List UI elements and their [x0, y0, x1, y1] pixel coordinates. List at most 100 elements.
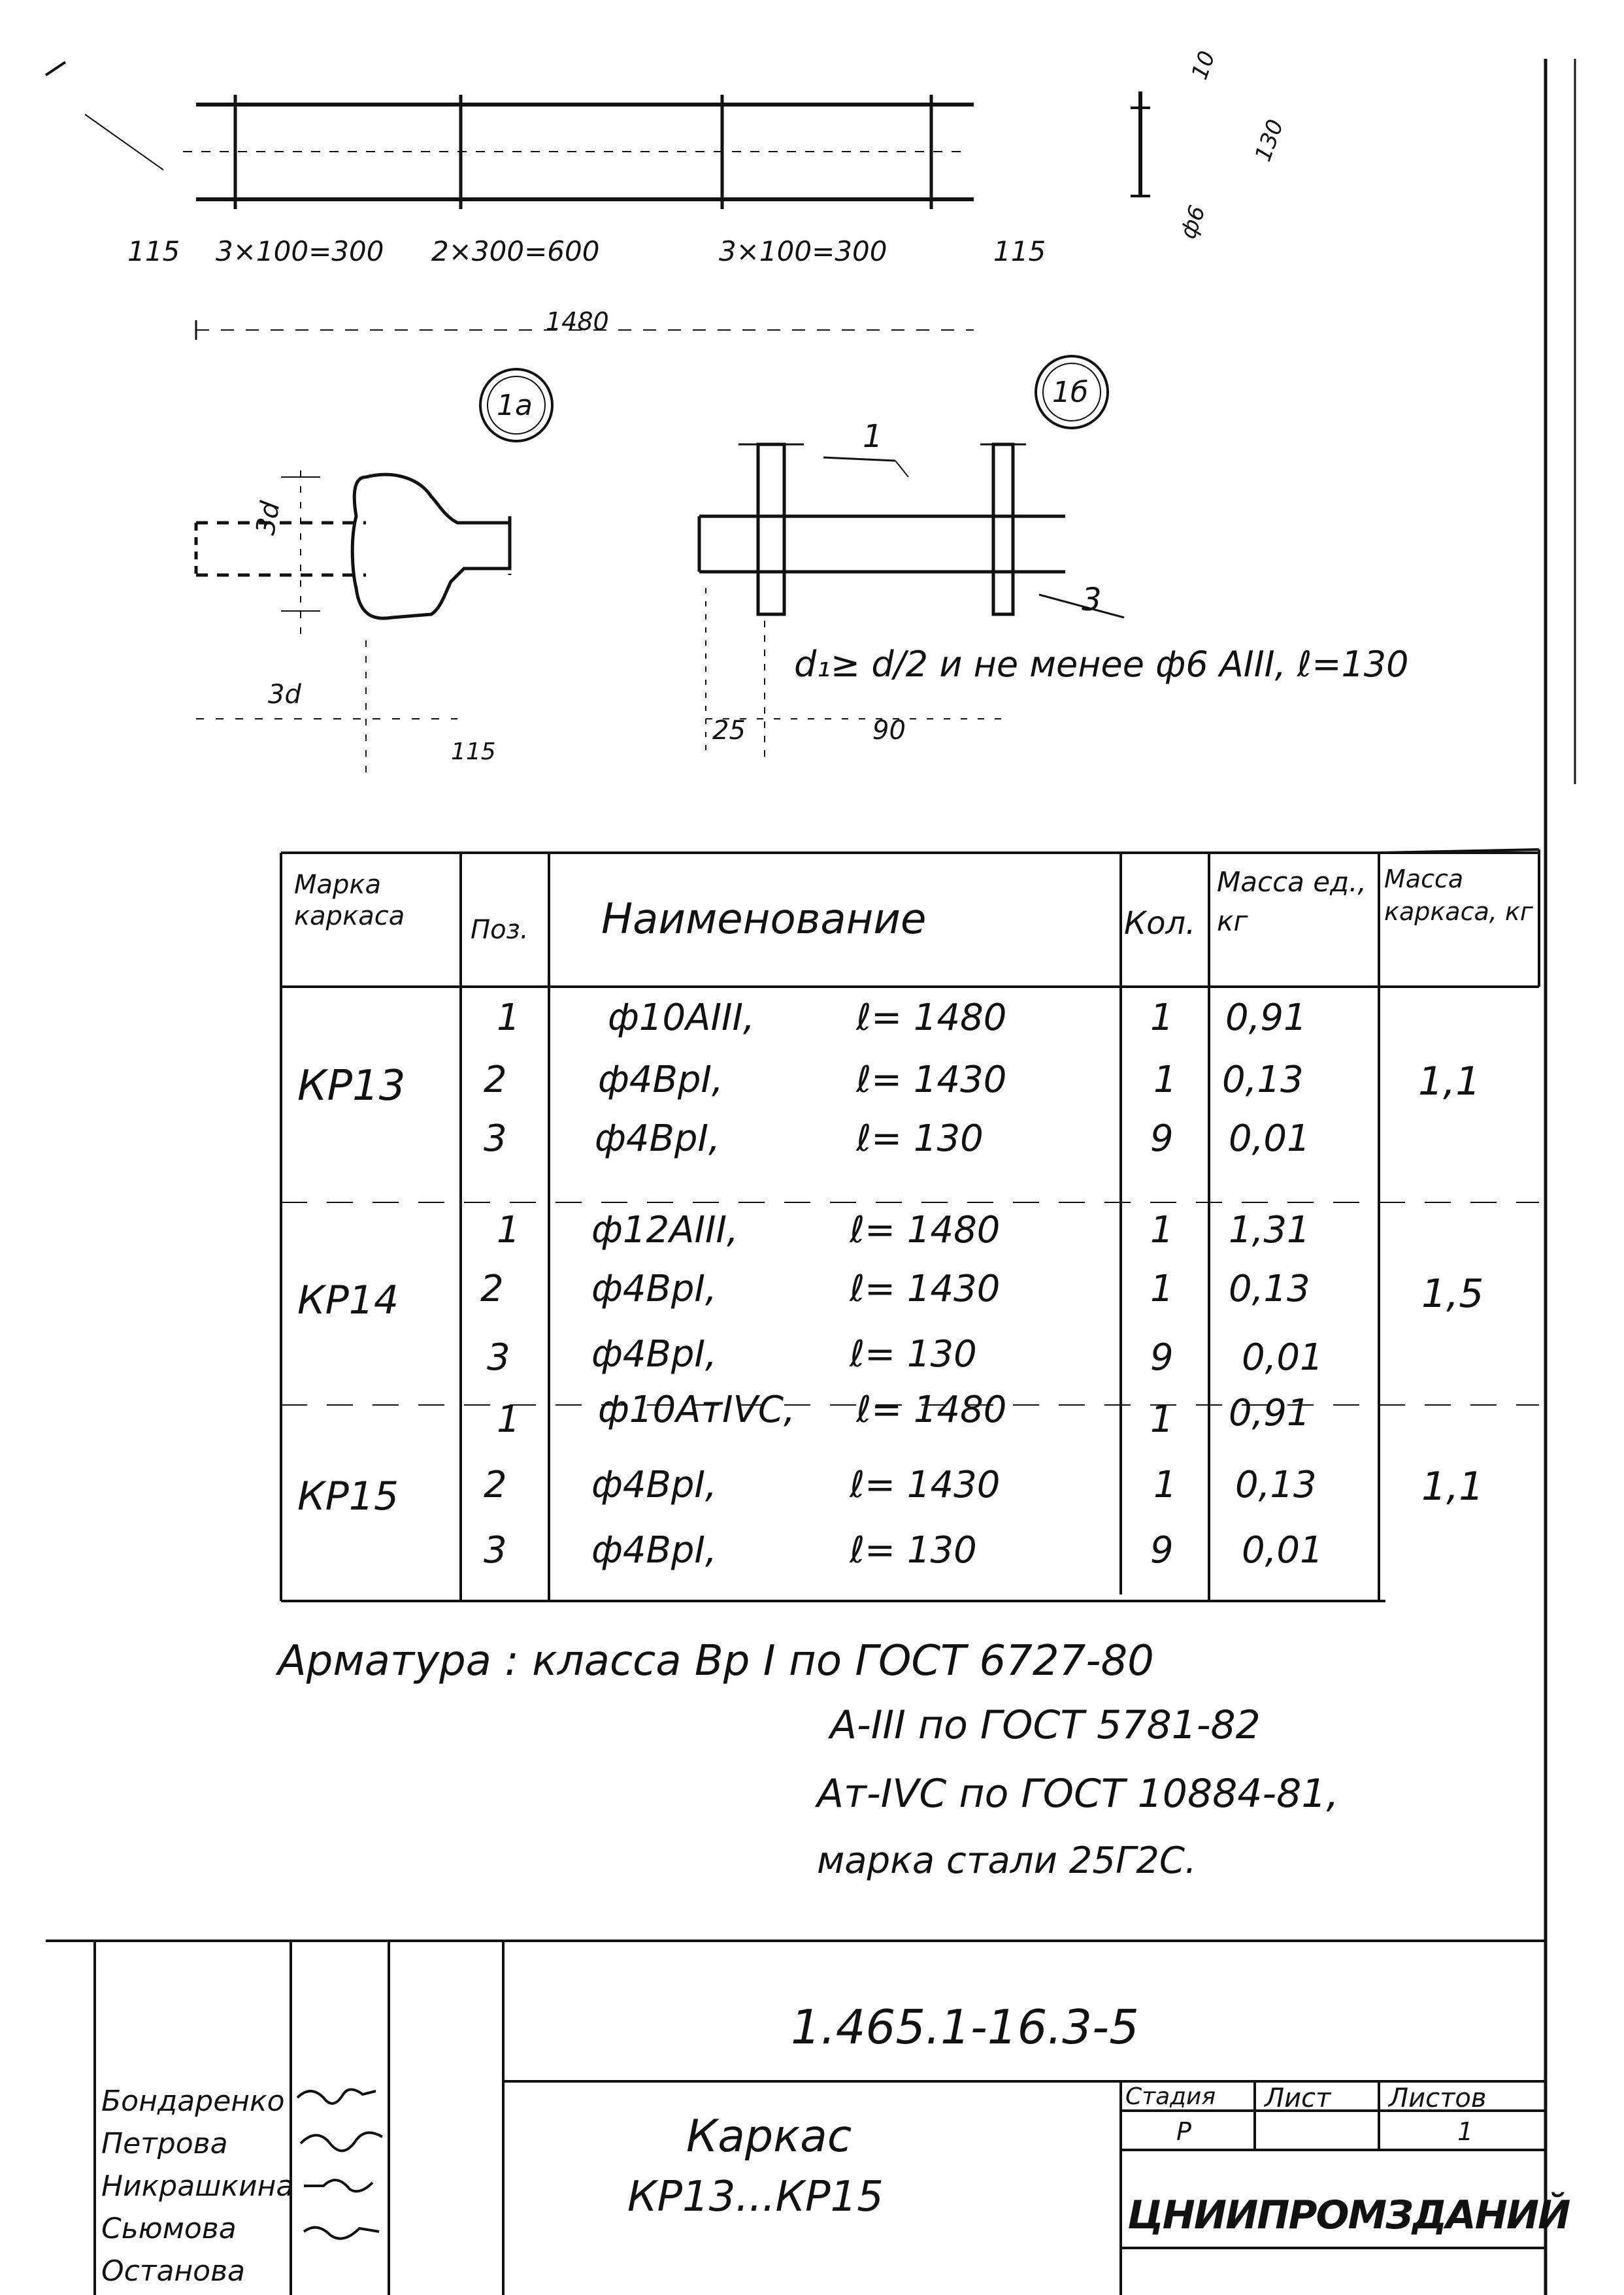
header-mark: Марка каркаса	[294, 870, 405, 931]
header-unit-mass: Масса ед., кг	[1217, 866, 1367, 937]
position-3-callout: 3	[1082, 582, 1102, 618]
node-1a-dim-3d-a: 3d	[250, 499, 286, 538]
group-mass-kr13: 1,1	[1418, 1059, 1481, 1104]
node-1a-detail	[194, 471, 512, 778]
side-view	[1131, 91, 1150, 197]
table-row-qty: 1	[1150, 1398, 1174, 1441]
document-code: 1.465.1-16.3-5	[791, 2000, 1139, 2055]
table-row-len: ℓ= 130	[856, 1117, 984, 1160]
organization-name: ЦНИИПРОМЗДАНИЙ	[1127, 2192, 1570, 2238]
node-1b-label: 1б	[1052, 376, 1089, 409]
stage-label: Стадия	[1125, 2083, 1216, 2110]
bar-diameter-note: d₁≥ d/2 и не менее ф6 АIII, ℓ=130	[794, 644, 1409, 685]
table-row-len: ℓ= 130	[850, 1529, 977, 1572]
sheet-label: Лист	[1265, 2083, 1331, 2113]
table-row-qty: 1	[1150, 997, 1174, 1039]
table-row-pos: 1	[497, 1398, 520, 1441]
drawing-subtitle: КР13...КР15	[627, 2173, 884, 2221]
table-row-pos: 2	[484, 1464, 507, 1506]
table-row-bar: ф4ВрI,	[591, 1333, 717, 1376]
table-row-pos: 3	[484, 1529, 507, 1572]
reinforcement-note-line-3: Ат-IVС по ГОСТ 10884-81,	[817, 1771, 1339, 1817]
table-row-unit-mass: 0,01	[1242, 1529, 1323, 1572]
signatory-name: Петрова	[101, 2127, 228, 2160]
table-row-pos: 1	[497, 1209, 520, 1251]
drawing-title: Каркас	[686, 2111, 852, 2162]
header-name: Наименование	[601, 895, 927, 944]
table-row-unit-mass: 0,13	[1229, 1268, 1310, 1310]
node-1b-detail	[697, 442, 1125, 758]
table-row-len: ℓ= 1480	[856, 997, 1007, 1039]
dim-end-left: 115	[127, 235, 180, 267]
table-row-qty: 9	[1150, 1529, 1174, 1572]
table-row-len: ℓ= 1480	[850, 1209, 1001, 1251]
header-frame-mass: Масса каркаса, кг	[1384, 865, 1533, 926]
spec-table-grid	[280, 848, 1540, 1602]
table-row-pos: 1	[497, 997, 520, 1039]
table-row-bar: ф12АIII,	[591, 1209, 738, 1251]
table-row-pos: 2	[480, 1268, 504, 1310]
group-mark-kr13: КР13	[297, 1062, 406, 1110]
group-mass-kr14: 1,5	[1421, 1271, 1484, 1317]
reinforcement-note-line-4: марка стали 25Г2С.	[817, 1840, 1197, 1882]
title-block-grid	[46, 1940, 1546, 2295]
table-row-qty: 1	[1153, 1464, 1177, 1506]
dim-end-right: 115	[993, 235, 1046, 267]
table-row-pos: 3	[487, 1336, 510, 1379]
node-1b-dim-90: 90	[872, 716, 906, 746]
node-1a-dim-3d-b: 3d	[268, 680, 301, 710]
node-1b-dim-25: 25	[712, 716, 746, 746]
node-1a-label: 1а	[497, 389, 533, 422]
table-row-bar: ф4ВрI,	[591, 1464, 717, 1506]
table-row-unit-mass: 0,01	[1242, 1336, 1323, 1379]
sheets-label: Листов	[1389, 2083, 1487, 2113]
table-row-unit-mass: 0,01	[1229, 1117, 1310, 1160]
table-row-qty: 1	[1153, 1059, 1177, 1101]
table-row-pos: 2	[484, 1059, 507, 1101]
group-mark-kr15: КР15	[297, 1474, 399, 1519]
signatory-name: Никрашкина	[101, 2170, 294, 2203]
table-row-len: ℓ= 130	[850, 1333, 977, 1376]
node-1b-marker	[1035, 355, 1109, 429]
reinforcement-note-line-2: А-III по ГОСТ 5781-82	[830, 1702, 1261, 1748]
table-row-len: ℓ= 1430	[850, 1268, 1001, 1310]
table-row-len: ℓ= 1430	[850, 1464, 1001, 1506]
table-row-qty: 9	[1150, 1117, 1174, 1160]
frame-elevation	[183, 95, 974, 209]
table-row-bar: ф10АтIVС,	[598, 1389, 795, 1431]
stage-value: Р	[1176, 2117, 1191, 2146]
reinforcement-note-line-1: Арматура : класса Вр I по ГОСТ 6727-80	[278, 1637, 1154, 1685]
table-row-qty: 1	[1150, 1209, 1174, 1251]
signatory-name: Останова	[101, 2254, 245, 2288]
table-row-unit-mass: 0,13	[1235, 1464, 1317, 1506]
table-row-bar: ф10АIII,	[608, 997, 755, 1039]
table-row-qty: 9	[1150, 1336, 1174, 1379]
node-1a-marker	[479, 368, 554, 442]
group-mass-kr15: 1,1	[1421, 1464, 1484, 1510]
table-row-unit-mass: 0,13	[1222, 1059, 1304, 1101]
dim-span-1: 3×100=300	[216, 235, 384, 267]
table-row-bar: ф4ВрI,	[591, 1268, 717, 1310]
table-row-len: ℓ= 1430	[856, 1059, 1007, 1101]
table-row-unit-mass: 0,91	[1225, 997, 1307, 1039]
signatory-name: Сьюмова	[101, 2212, 237, 2245]
table-row-bar: ф4ВрI,	[598, 1059, 723, 1101]
dim-span-3: 3×100=300	[719, 235, 887, 267]
table-row-len: ℓ= 1480	[856, 1389, 1007, 1431]
group-mark-kr14: КР14	[297, 1278, 399, 1323]
table-row-unit-mass: 1,31	[1229, 1209, 1310, 1251]
node-1a-dim-115: 115	[451, 738, 496, 765]
dim-span-2: 2×300=600	[431, 235, 600, 267]
header-pos: Поз.	[471, 915, 529, 945]
position-1-callout: 1	[863, 418, 883, 455]
sheets-value: 1	[1457, 2117, 1474, 2146]
header-qty: Кол.	[1124, 905, 1196, 942]
signatory-name: Бондаренко	[101, 2085, 285, 2118]
table-row-unit-mass: 0,91	[1229, 1392, 1310, 1434]
table-row-pos: 3	[484, 1117, 507, 1160]
table-row-qty: 1	[1150, 1268, 1174, 1310]
table-row-bar: ф4ВрI,	[595, 1117, 720, 1160]
dim-total: 1480	[546, 307, 609, 336]
table-row-bar: ф4ВрI,	[591, 1529, 717, 1572]
